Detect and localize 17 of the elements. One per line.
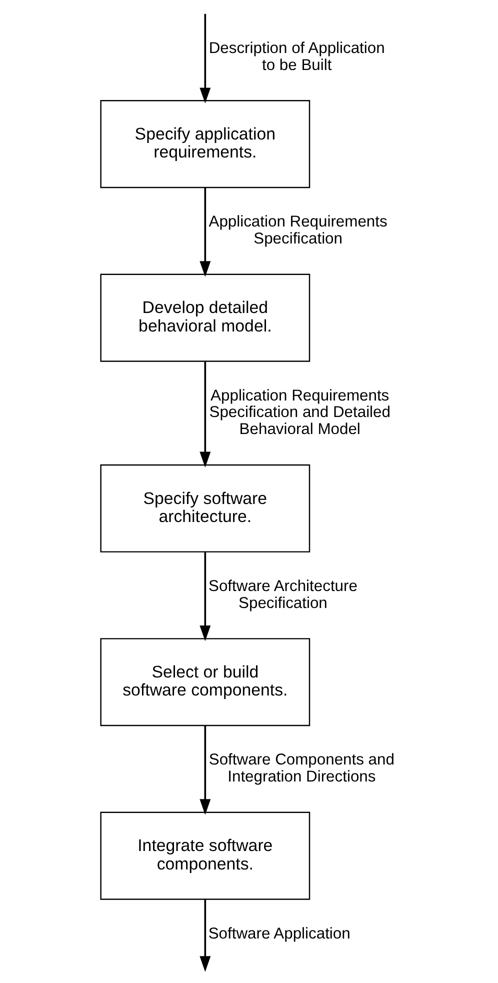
edge-label: Software Application — [208, 925, 350, 942]
node-box: Develop detailed behavioral model. — [100, 274, 310, 362]
arrow — [199, 188, 210, 277]
edge-label: Application Requirements Specification and Detailed Behavioral Model — [208, 387, 390, 438]
arrow — [199, 726, 210, 815]
arrow — [199, 14, 210, 104]
node-box: Select or build software components. — [100, 638, 310, 726]
edge-label: Software Components and Integration Directions — [208, 752, 394, 786]
node-box: Specify application requirements. — [100, 100, 310, 188]
arrow — [199, 552, 210, 642]
node-box: Integrate software components. — [100, 812, 310, 900]
edge-label: Software Architecture Specification — [208, 578, 357, 612]
arrow — [199, 361, 210, 468]
edge-label: Description of Application to be Built — [208, 40, 384, 74]
edge-label: Application Requirements Specification — [208, 214, 387, 248]
arrow — [199, 899, 210, 972]
node-box: Specify software architecture. — [100, 464, 310, 552]
